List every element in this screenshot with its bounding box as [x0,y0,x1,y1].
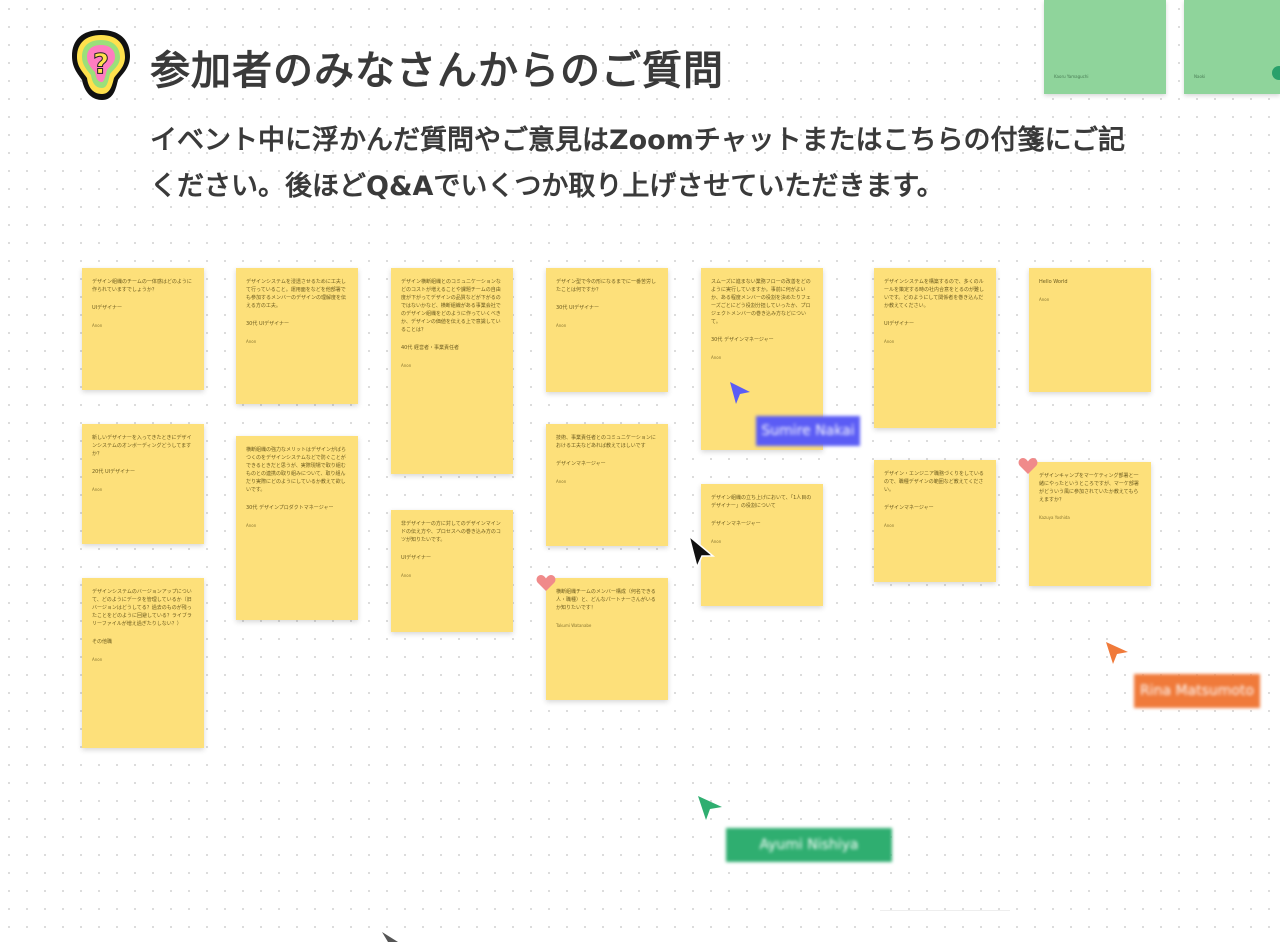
sticky-question: デザイン・エンジニア職務づくりをしているので、職種デザインの範囲など教えてくださ… [884,471,984,493]
divider [880,910,1010,911]
instructions-line-1: イベント中に浮かんだ質問やご意見はZoomチャットまたはこちらの付箋にご記 [150,125,1125,156]
sticky-question: 横断組織の強力なメリットはデザインがばらつくのをデザインシステムなどで防ぐことが… [246,447,347,493]
sticky-author: Naoki [1194,74,1206,79]
sticky-question: デザインシステムを浸透させるために工夫して行っていること。運用面をなどを他部署で… [246,279,347,309]
sticky-author: Anon [556,323,567,328]
sticky-author: Anon [401,573,412,578]
sticky-note[interactable]: 新しいデザイナーを入ってきたときにデザインシステムのオンボーディングどうしてます… [82,424,204,544]
sticky-role: UIデザイナー [401,555,432,561]
sticky-note[interactable]: 技術、事業責任者とのコミュニケーションにおける工夫などあれば教えてほしいです デ… [546,424,668,546]
sticky-note[interactable]: デザインシステムを構築するので、多くのルールを策定する時の社内合意をとるのが難し… [874,268,996,428]
mouse-pointer-icon [687,534,716,570]
board-instructions: イベント中に浮かんだ質問やご意見はZoomチャットまたはこちらの付箋にご記 くだ… [150,118,1125,210]
sticky-author: Anon [1039,297,1050,302]
sticky-author: Anon [92,657,103,662]
svg-text:?: ? [93,47,109,80]
sticky-author: Anon [884,523,895,528]
sticky-author: Anon [246,339,257,344]
sticky-role: 30代 UIデザイナー [556,305,599,311]
sticky-author: Anon [92,323,103,328]
collaborator-cursor-icon [698,796,722,820]
sticky-note[interactable]: デザイン組織のチームの一体感はどのように作られていますでしょうか？ UIデザイナ… [82,268,204,390]
green-sticky-note[interactable]: Naoki [1184,0,1280,94]
sticky-role: デザインマネージャー [711,521,761,527]
sticky-note[interactable]: デザインシステムを浸透させるために工夫して行っていること。運用面をなどを他部署で… [236,268,358,404]
collaborator-dot-icon [1272,66,1280,80]
sticky-author: Kaoru Yamaguchi [1054,74,1089,79]
sticky-author: Anon [556,479,567,484]
sticky-role: 30代 UIデザイナー [246,321,289,327]
sticky-role: 30代 デザインプロダクトマネージャー [246,505,334,511]
sticky-question: 技術、事業責任者とのコミュニケーションにおける工夫などあれば教えてほしいです [556,435,656,449]
sticky-note[interactable]: デザイン組織の立ち上げにおいて、「1人目のデザイナー」の役割について デザインマ… [701,484,823,606]
green-sticky-note[interactable]: Kaoru Yamaguchi [1044,0,1166,94]
instructions-line-2: ください。後ほどQ&Aでいくつか取り上げさせていただきます。 [150,171,944,202]
sticky-author: Anon [711,539,722,544]
sticky-author: Anon [711,355,722,360]
sticky-question: 新しいデザイナーを入ってきたときにデザインシステムのオンボーディングどうしてます… [92,435,192,457]
sticky-author: Anon [246,523,257,528]
collaborator-cursor-icon [382,932,398,942]
sticky-note[interactable]: 非デザイナーの方に対してのデザインマインドの伝え方や、プロセスへの巻き込み方のコ… [391,510,513,632]
sticky-role: デザインマネージャー [556,461,606,467]
sticky-role: 20代 UIデザイナー [92,469,135,475]
sticky-question: Hello World [1039,279,1068,285]
sticky-note[interactable]: 横断組織チームのメンバー構成（何名できる人・職種）と、どんなパートナーさんがいる… [546,578,668,700]
board-title: 参加者のみなさんからのご質問 [150,48,724,94]
sticky-note[interactable]: デザイン型で今の形になるまでに一番苦労したことは何ですか？ 30代 UIデザイナ… [546,268,668,392]
heart-reaction-icon[interactable] [1018,457,1038,475]
collaborator-cursor-icon [1106,642,1128,664]
sticky-note[interactable]: デザイン横断組織とのコミュニケーションなどのコストが増えることや課題チームの自由… [391,268,513,474]
sticky-note[interactable]: デザインシステムのバージョンアップについて、どのようにデータを管理しているか（旧… [82,578,204,748]
sticky-author: Takumi Watanabe [556,623,592,628]
collaborator-cursor-icon [730,382,750,404]
sticky-question: デザインシステムを構築するので、多くのルールを策定する時の社内合意をとるのが難し… [884,279,985,309]
sticky-role: UIデザイナー [884,321,915,327]
sticky-author: Anon [401,363,412,368]
sticky-question: デザイン組織の立ち上げにおいて、「1人目のデザイナー」の役割について [711,495,812,509]
heart-reaction-icon[interactable] [536,574,556,592]
sticky-question: デザイン型で今の形になるまでに一番苦労したことは何ですか？ [556,279,657,293]
sticky-question: デザインシステムのバージョンアップについて、どのようにデータを管理しているか（旧… [92,589,192,627]
sticky-role: デザインマネージャー [884,505,934,511]
sticky-author: Anon [884,339,895,344]
sticky-author: Anon [92,487,103,492]
collaborator-name-label: Sumire Nakai [756,416,860,446]
sticky-question: 非デザイナーの方に対してのデザインマインドの伝え方や、プロセスへの巻き込み方のコ… [401,521,501,543]
sticky-question: デザイン組織のチームの一体感はどのように作られていますでしょうか？ [92,279,192,293]
sticky-question: デザインキャンプをマーケティング部署と一緒にやったというところですが、マーケ部署… [1039,473,1139,503]
sticky-author: Kazuya Yoshida [1039,515,1070,520]
collaborator-name-label: Rina Matsumoto [1134,674,1260,708]
sticky-question: 横断組織チームのメンバー構成（何名できる人・職種）と、どんなパートナーさんがいる… [556,589,656,611]
sticky-role: 30代 デザインマネージャー [711,337,774,343]
sticky-note[interactable]: デザインキャンプをマーケティング部署と一緒にやったというところですが、マーケ部署… [1029,462,1151,586]
question-sticker-icon: ? [72,30,130,100]
sticky-note[interactable]: Hello World Anon [1029,268,1151,392]
sticky-role: その他職 [92,639,113,645]
sticky-note[interactable]: デザイン・エンジニア職務づくりをしているので、職種デザインの範囲など教えてくださ… [874,460,996,582]
sticky-question: デザイン横断組織とのコミュニケーションなどのコストが増えることや課題チームの自由… [401,279,501,333]
sticky-question: スムーズに進まない業務フローの改善をどのように実行していますか。事前に何がよいか… [711,279,811,325]
sticky-role: 40代 経営者・事業責任者 [401,345,459,351]
collaborator-name-label: Ayumi Nishiya [726,828,892,862]
sticky-role: UIデザイナー [92,305,123,311]
sticky-note[interactable]: 横断組織の強力なメリットはデザインがばらつくのをデザインシステムなどで防ぐことが… [236,436,358,620]
